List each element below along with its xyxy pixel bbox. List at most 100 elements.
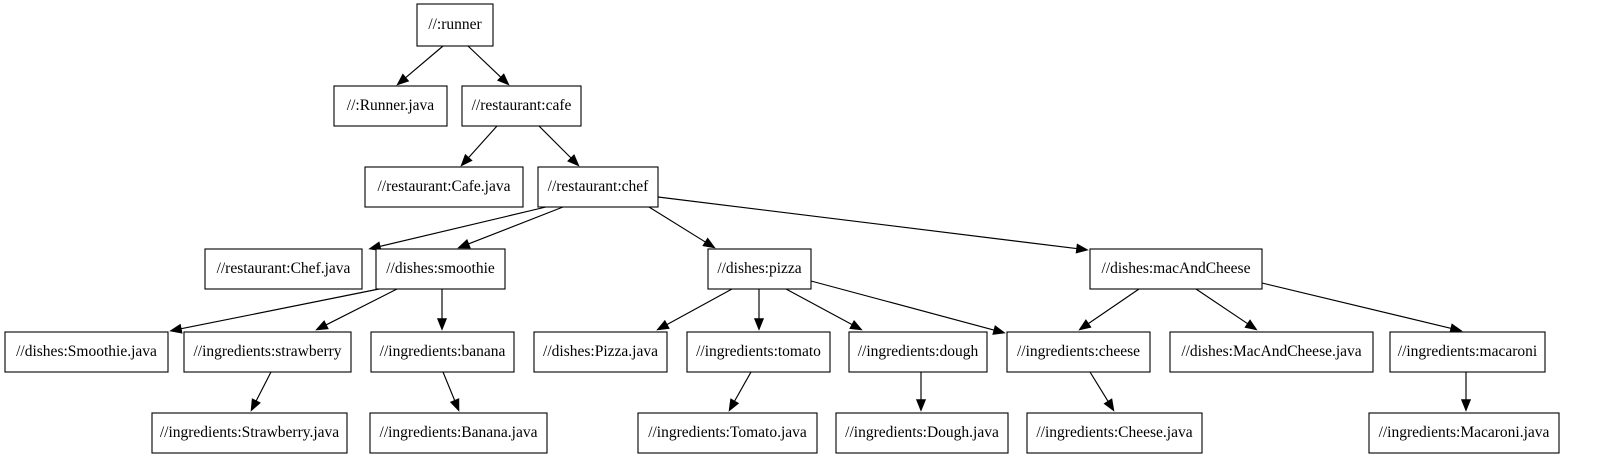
node-label: //:Runner.java (347, 97, 435, 114)
edge-ing_tomato-to-tomato_java (728, 371, 752, 412)
arrowhead-icon (457, 239, 471, 249)
node-label: //dishes:macAndCheese (1102, 260, 1251, 277)
edge-line (255, 371, 272, 402)
node-box[interactable] (1006, 331, 1151, 373)
arrowhead-icon (753, 318, 765, 331)
edge-dishes_pizza-to-ing_tomato (753, 289, 765, 331)
graph-node-dishes_smoothie[interactable]: //dishes:smoothie (375, 248, 506, 290)
edge-dishes_macandchee-to-ing_macaroni (1261, 282, 1463, 334)
edge-restaurant_cafe-to-cafe_java (460, 125, 498, 167)
edge-line (442, 371, 456, 401)
edge-restaurant_chef-to-dishes_smoothie (457, 206, 564, 249)
node-box[interactable] (1089, 248, 1263, 290)
edge-line (810, 280, 995, 331)
node-label: //dishes:smoothie (386, 260, 495, 277)
graph-node-smoothie_java[interactable]: //dishes:Smoothie.java (4, 331, 169, 373)
edge-ing_banana-to-banana_java (442, 371, 460, 412)
node-box[interactable] (4, 331, 169, 373)
node-box[interactable] (707, 248, 812, 290)
node-box[interactable] (1389, 331, 1546, 373)
graph-node-restaurant_cafe[interactable]: //restaurant:cafe (461, 85, 582, 127)
graph-node-tomato_java[interactable]: //ingredients:Tomato.java (637, 412, 818, 454)
edge-ing_macaroni-to-macaroni_java (1460, 372, 1472, 412)
graph-node-strawberry_java[interactable]: //ingredients:Strawberry.java (151, 412, 348, 454)
node-box[interactable] (848, 331, 988, 373)
node-label: //ingredients:Dough.java (845, 424, 999, 441)
node-box[interactable] (686, 331, 831, 373)
edge-dishes_pizza-to-pizza_java (656, 288, 733, 331)
node-box[interactable] (375, 248, 506, 290)
node-box[interactable] (637, 412, 818, 454)
node-label: //ingredients:macaroni (1398, 343, 1538, 360)
node-box[interactable] (364, 166, 524, 208)
graph-node-cafe_java[interactable]: //restaurant:Cafe.java (364, 166, 524, 208)
graph-node-runner_java[interactable]: //:Runner.java (333, 85, 448, 127)
edge-restaurant_chef-to-dishes_macandchee (657, 196, 1089, 254)
edge-dishes_pizza-to-ing_cheese (810, 280, 1006, 335)
graph-node-ing_strawberry[interactable]: //ingredients:strawberry (183, 331, 352, 373)
graph-node-chef_java[interactable]: //restaurant:Chef.java (204, 248, 363, 290)
node-label: //ingredients:cheese (1017, 343, 1140, 360)
edge-layer (169, 45, 1472, 412)
arrowhead-icon (396, 73, 410, 86)
arrowhead-icon (496, 73, 510, 86)
arrowhead-icon (1103, 398, 1115, 412)
edge-line (1261, 282, 1451, 329)
graph-node-macandcheese_java[interactable]: //dishes:MacAndCheese.java (1169, 331, 1374, 373)
graph-node-ing_macaroni[interactable]: //ingredients:macaroni (1389, 331, 1546, 373)
edge-line (467, 45, 502, 78)
node-box[interactable] (151, 412, 348, 454)
edge-restaurant_chef-to-chef_java (368, 206, 547, 252)
arrowhead-icon (460, 153, 473, 167)
node-box[interactable] (835, 412, 1009, 454)
arrowhead-icon (702, 237, 716, 249)
node-box[interactable] (183, 331, 352, 373)
node-box[interactable] (1169, 331, 1374, 373)
node-box[interactable] (1026, 412, 1203, 454)
graph-node-cheese_java[interactable]: //ingredients:Cheese.java (1026, 412, 1203, 454)
edge-dishes_smoothie-to-ing_strawberry (315, 288, 398, 331)
edge-line (1088, 288, 1140, 324)
edge-line (1195, 288, 1248, 325)
graph-node-ing_cheese[interactable]: //ingredients:cheese (1006, 331, 1151, 373)
edge-runner-to-runner_java (396, 45, 444, 86)
node-label: //ingredients:Cheese.java (1036, 424, 1192, 441)
node-box[interactable] (1368, 412, 1560, 454)
graph-node-banana_java[interactable]: //ingredients:Banana.java (369, 412, 548, 454)
node-box[interactable] (416, 3, 494, 47)
graph-node-dishes_pizza[interactable]: //dishes:pizza (707, 248, 812, 290)
edge-line (468, 206, 564, 245)
graph-node-ing_banana[interactable]: //ingredients:banana (370, 331, 515, 373)
arrowhead-icon (250, 398, 261, 412)
graph-node-macaroni_java[interactable]: //ingredients:Macaroni.java (1368, 412, 1560, 454)
node-box[interactable] (537, 166, 659, 208)
node-label: //restaurant:Cafe.java (378, 178, 511, 195)
edge-line (181, 288, 380, 330)
graph-node-dishes_macandchee[interactable]: //dishes:macAndCheese (1089, 248, 1263, 290)
node-box[interactable] (204, 248, 363, 290)
node-label: //restaurant:chef (548, 178, 650, 195)
node-box[interactable] (533, 331, 668, 373)
arrowhead-icon (169, 323, 183, 334)
arrowhead-icon (1075, 243, 1089, 254)
node-label: //dishes:MacAndCheese.java (1181, 343, 1361, 360)
node-box[interactable] (461, 85, 582, 127)
edge-line (648, 206, 706, 243)
graph-node-dough_java[interactable]: //ingredients:Dough.java (835, 412, 1009, 454)
graph-node-restaurant_chef[interactable]: //restaurant:chef (537, 166, 659, 208)
edge-line (468, 125, 498, 158)
node-label: //ingredients:Strawberry.java (160, 424, 339, 441)
node-label: //ingredients:Banana.java (380, 424, 538, 441)
node-box[interactable] (369, 412, 548, 454)
node-box[interactable] (333, 85, 448, 127)
graph-node-pizza_java[interactable]: //dishes:Pizza.java (533, 331, 668, 373)
node-label: //restaurant:cafe (472, 97, 572, 114)
graph-node-ing_tomato[interactable]: //ingredients:tomato (686, 331, 831, 373)
node-label: //dishes:pizza (717, 260, 801, 277)
graph-node-runner[interactable]: //:runner (416, 3, 494, 47)
graph-node-ing_dough[interactable]: //ingredients:dough (848, 331, 988, 373)
arrowhead-icon (449, 398, 460, 412)
arrowhead-icon (992, 325, 1006, 335)
node-box[interactable] (370, 331, 515, 373)
edge-line (405, 45, 444, 79)
